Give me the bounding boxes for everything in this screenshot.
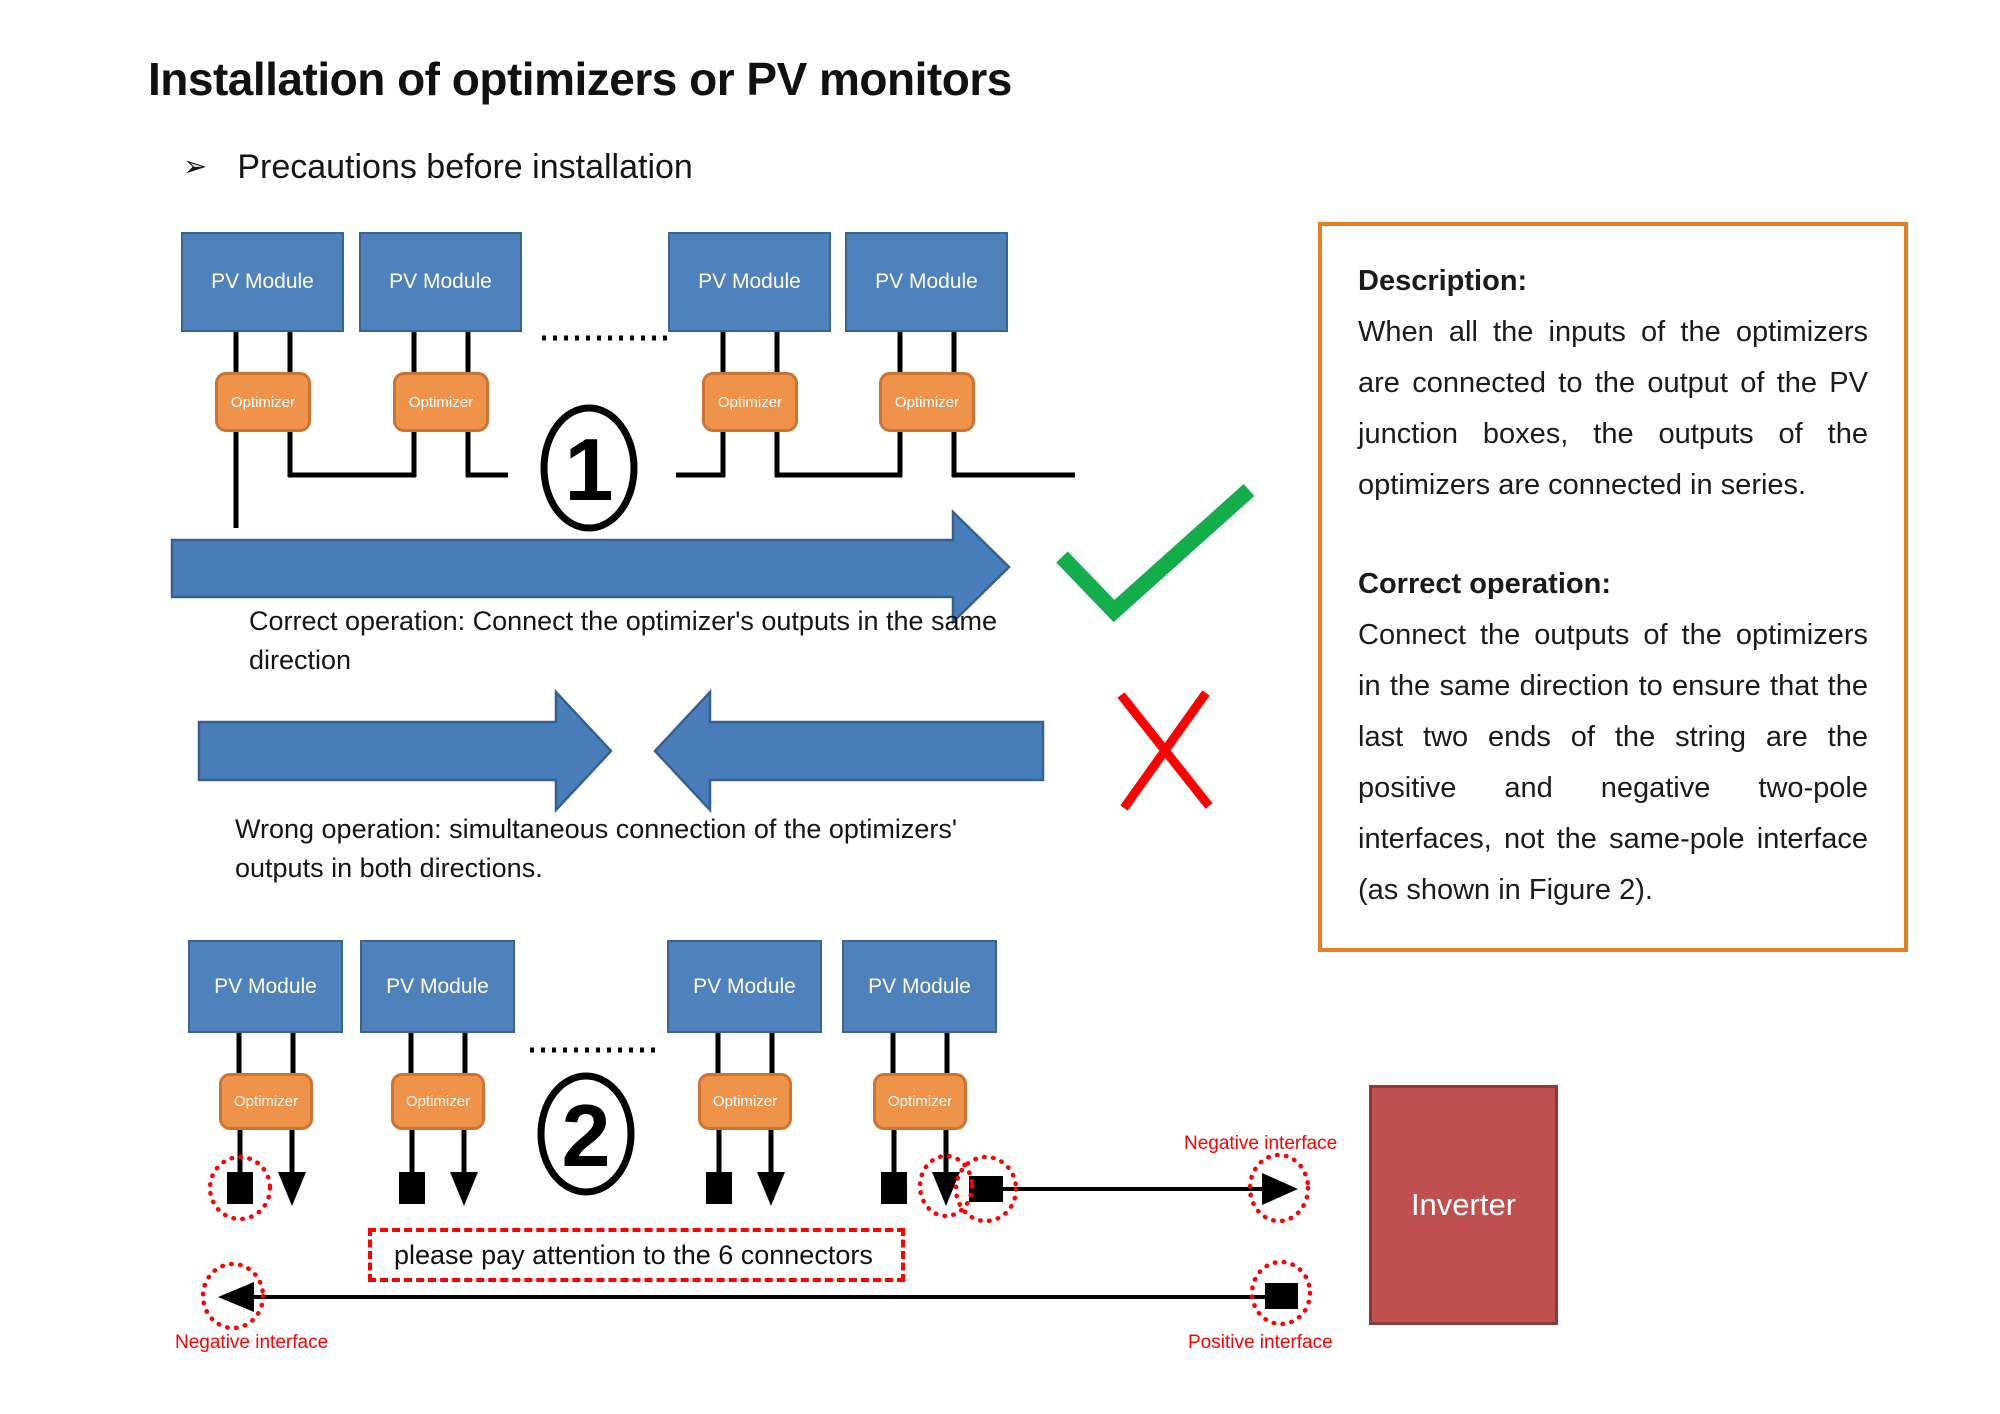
- figure-2-circle: [537, 1072, 635, 1196]
- page-title: Installation of optimizers or PV monitor…: [148, 53, 1012, 105]
- string1-wiring: [233, 330, 1075, 528]
- bullet-text: Precautions before installation: [237, 148, 693, 186]
- attention-circles: [200, 1152, 1313, 1331]
- optimizer-box: Optimizer: [215, 372, 311, 432]
- pv-module-box: PV Module: [360, 940, 515, 1033]
- wrong-direction-arrow-right: [197, 688, 613, 814]
- positive-interface-label: Positive interface: [1188, 1332, 1333, 1353]
- attention-circle: [1249, 1259, 1313, 1327]
- attention-circle: [200, 1261, 266, 1331]
- figure-1-number: 1: [565, 420, 614, 519]
- pv-module-box: PV Module: [188, 940, 343, 1033]
- inverter-box: Inverter: [1369, 1085, 1558, 1325]
- pv-module-box: PV Module: [667, 940, 822, 1033]
- male-connectors: [278, 1172, 960, 1206]
- correct-direction-arrow: [170, 509, 1011, 625]
- correct-operation-section: Correct operation: Connect the outputs o…: [1358, 559, 1868, 916]
- optimizer-box: Optimizer: [393, 372, 489, 432]
- correct-operation-caption: Correct operation: Connect the optimizer…: [249, 606, 998, 676]
- pv-module-box: PV Module: [181, 232, 344, 332]
- positive-connector: [1265, 1283, 1298, 1309]
- negative-interface-label-top: Negative interface: [1184, 1133, 1338, 1154]
- bullet-row: ➢ Precautions before installation: [183, 148, 693, 187]
- check-icon: [1056, 484, 1255, 623]
- negative-cable: [1003, 1173, 1298, 1205]
- optimizer-box: Optimizer: [698, 1073, 792, 1130]
- optimizer-box: Optimizer: [391, 1073, 485, 1130]
- female-connectors: [227, 1172, 1298, 1309]
- description-body: When all the inputs of the optimizers ar…: [1358, 316, 1868, 502]
- positive-cable-arrowhead: [218, 1282, 254, 1312]
- optimizer-box: Optimizer: [873, 1073, 967, 1130]
- wrong-direction-arrow-left: [653, 688, 1045, 814]
- optimizer-box: Optimizer: [879, 372, 975, 432]
- pv-module-box: PV Module: [359, 232, 522, 332]
- description-box: Description: When all the inputs of the …: [1318, 222, 1908, 952]
- negative-cable-arrowhead: [1262, 1173, 1298, 1205]
- attention-circle: [953, 1154, 1019, 1224]
- pv-module-box: PV Module: [845, 232, 1008, 332]
- connector-note-box: please pay attention to the 6 connectors: [368, 1228, 905, 1282]
- pv-module-box: PV Module: [668, 232, 831, 332]
- negative-interface-label-bottom: Negative interface: [175, 1332, 329, 1353]
- string-end-connector: [969, 1176, 1003, 1202]
- cross-icon: [1117, 690, 1213, 811]
- description-section: Description: When all the inputs of the …: [1358, 256, 1868, 511]
- correct-operation-heading: Correct operation:: [1358, 568, 1611, 601]
- wrong-operation-caption: Wrong operation: simultaneous connection…: [235, 814, 958, 884]
- positive-cable: [218, 1282, 1266, 1312]
- attention-circle: [1247, 1152, 1311, 1224]
- bullet-arrow-icon: ➢: [183, 151, 208, 183]
- connector-note-text: please pay attention to the 6 connectors: [394, 1239, 873, 1270]
- description-heading: Description:: [1358, 265, 1528, 297]
- pv-module-box: PV Module: [842, 940, 997, 1033]
- string2-wiring: [236, 1031, 950, 1174]
- inverter-label: Inverter: [1410, 1187, 1517, 1222]
- attention-circle: [917, 1153, 975, 1219]
- optimizer-box: Optimizer: [219, 1073, 313, 1130]
- figure-1-circle: [540, 404, 638, 532]
- correct-operation-body: Connect the outputs of the optimizers in…: [1358, 619, 1868, 907]
- figure-2-number: 2: [562, 1086, 611, 1185]
- optimizer-box: Optimizer: [702, 372, 798, 432]
- attention-circle: [207, 1154, 273, 1222]
